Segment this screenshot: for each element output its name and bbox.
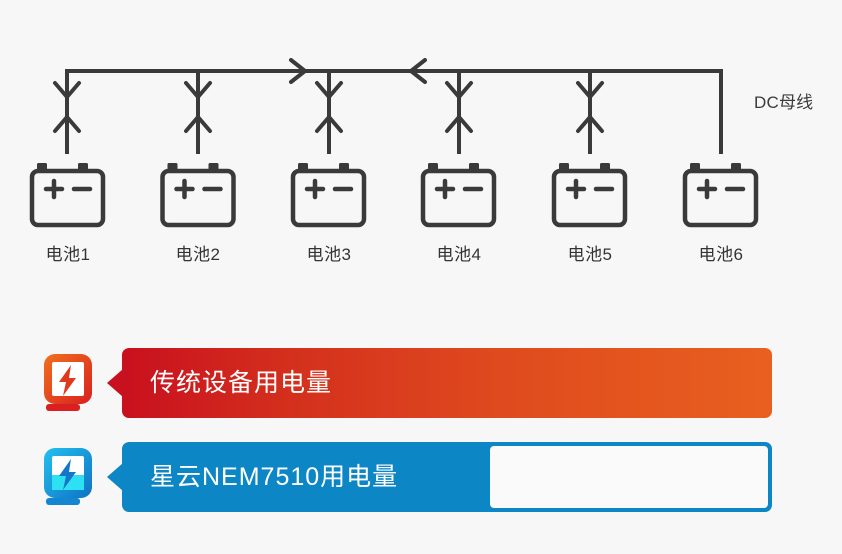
battery-cell-6: 电池6 xyxy=(676,232,766,265)
battery-label-2: 电池2 xyxy=(175,245,221,264)
battery-cell-2: 电池2 xyxy=(153,232,243,265)
arrow-up-5 xyxy=(576,115,604,133)
battery-label-3: 电池3 xyxy=(306,245,352,264)
arrow-down-2 xyxy=(184,81,212,99)
bus-arrow-left xyxy=(409,58,427,84)
dc-bus-label: DC母线 xyxy=(754,93,814,112)
nebula-bar: 星云NEM7510用电量 xyxy=(107,442,772,512)
arrow-down-5 xyxy=(576,81,604,99)
arrow-up-1 xyxy=(53,115,81,133)
power-comparison: 传统设备用电量 星云NEM7510用电量 xyxy=(0,330,842,554)
comparison-row-traditional: 传统设备用电量 xyxy=(0,348,842,420)
nebula-bar-label: 星云NEM7510用电量 xyxy=(150,463,399,491)
battery-icon-3 xyxy=(290,163,367,228)
arrow-up-4 xyxy=(445,115,473,133)
battery-icon-1 xyxy=(29,163,106,228)
battery-cell-1: 电池1 xyxy=(23,232,113,265)
traditional-bar-label: 传统设备用电量 xyxy=(150,369,333,397)
battery-icon-2 xyxy=(160,163,236,228)
arrow-up-2 xyxy=(184,115,212,133)
device-power-icon xyxy=(44,354,92,411)
arrow-down-1 xyxy=(53,81,81,99)
battery-label-6: 电池6 xyxy=(698,245,744,264)
battery-cell-3: 电池3 xyxy=(284,232,374,265)
traditional-bar-arrow xyxy=(107,369,123,397)
traditional-bar: 传统设备用电量 xyxy=(107,348,772,418)
battery-icon-4 xyxy=(420,163,497,228)
nebula-bar-savings-area xyxy=(490,446,768,508)
battery-label-1: 电池1 xyxy=(45,245,91,264)
comparison-row-nebula: 星云NEM7510用电量 xyxy=(0,442,842,514)
arrow-down-3 xyxy=(315,81,343,99)
battery-icon-5 xyxy=(551,163,628,228)
dc-bus-circuit: DC母线 电池1 电池2 电池3 电池4 电池5 电池6 xyxy=(23,58,814,265)
arrow-up-3 xyxy=(315,115,343,133)
bus-arrow-right xyxy=(289,58,307,84)
device-battery-icon xyxy=(44,448,92,505)
battery-cell-5: 电池5 xyxy=(545,232,635,265)
circuit-svg xyxy=(29,58,759,228)
battery-icon-6 xyxy=(682,163,759,228)
battery-label-4: 电池4 xyxy=(436,245,482,264)
arrow-down-4 xyxy=(445,81,473,99)
battery-label-5: 电池5 xyxy=(567,245,613,264)
nebula-bar-arrow xyxy=(107,463,123,491)
battery-cell-4: 电池4 xyxy=(414,232,504,265)
battery-icons xyxy=(29,163,759,228)
